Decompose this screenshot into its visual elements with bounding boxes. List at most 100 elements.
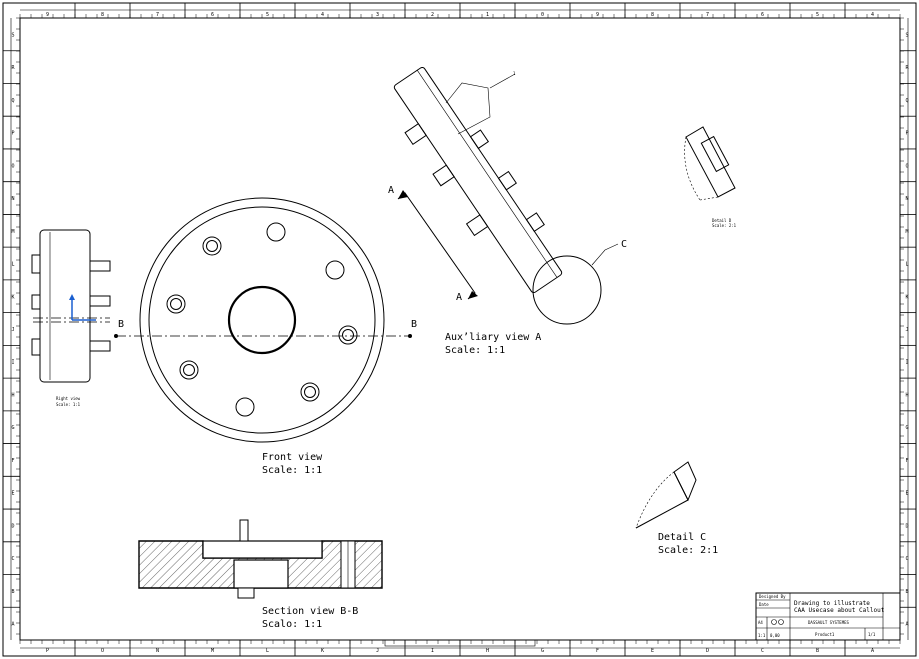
zone-label: I xyxy=(905,360,908,366)
zone-label: D xyxy=(706,648,709,654)
zone-label: H xyxy=(905,392,908,398)
zone-label: F xyxy=(11,458,14,464)
zone-label: N xyxy=(11,196,14,202)
centering-mark xyxy=(384,639,536,647)
title-block[interactable]: Designed By Date A4 1:1 0,00 Drawing to … xyxy=(755,592,901,641)
right-view-scale: Scale: 1:1 xyxy=(56,402,81,407)
zone-label: S xyxy=(905,32,908,38)
drawing-scale: 1:1 xyxy=(758,633,766,638)
zone-label: 4 xyxy=(871,12,874,18)
drawing-title-line2: CAA Usecase about Callout xyxy=(794,607,885,614)
section-view-scale: Scalo: 1:1 xyxy=(262,619,322,630)
zone-label: F xyxy=(596,648,599,654)
zone-label: K xyxy=(321,648,324,654)
zone-label: O xyxy=(101,648,104,654)
right-view-title: Right view xyxy=(56,396,81,401)
zone-label: N xyxy=(905,196,908,202)
section-view-title: Section view B-B xyxy=(262,606,358,617)
zone-label: A xyxy=(871,648,874,654)
zone-label: M xyxy=(11,229,14,235)
drawing-title-line1: Drawing to illustrate xyxy=(794,600,870,607)
zone-label: 2 xyxy=(431,12,434,18)
zone-label: M xyxy=(211,648,214,654)
zone-label: B xyxy=(905,589,908,595)
section-view[interactable]: Section view B-B Scalo: 1:1 xyxy=(138,519,383,630)
detail-label-c: C xyxy=(621,239,627,250)
zone-label: P xyxy=(905,131,908,137)
zone-label: A xyxy=(905,622,908,628)
zone-label: C xyxy=(11,556,14,562)
zone-label: 8 xyxy=(101,12,104,18)
zone-label: 7 xyxy=(706,12,709,18)
sheet-size: A4 xyxy=(758,620,763,625)
auxiliary-callout-a[interactable]: A A xyxy=(388,185,478,303)
zone-label: E xyxy=(905,491,908,497)
detail-callout-c[interactable]: C xyxy=(532,239,627,325)
axis-indicator xyxy=(69,294,96,321)
zone-label: D xyxy=(905,523,908,529)
zone-label: H xyxy=(11,392,14,398)
zone-label: P xyxy=(11,131,14,137)
front-view-title: Front view xyxy=(262,452,323,463)
zone-label: G xyxy=(11,425,14,431)
zone-label: Q xyxy=(11,98,14,104)
zone-label: E xyxy=(651,648,654,654)
zone-label: H xyxy=(486,648,489,654)
section-callout-b[interactable]: B B xyxy=(114,319,417,338)
zone-label: 9 xyxy=(596,12,599,18)
zone-label: Q xyxy=(905,98,908,104)
zone-label: 8 xyxy=(651,12,654,18)
zone-label: K xyxy=(11,294,14,300)
front-view-scale: Scale: 1:1 xyxy=(262,465,322,476)
zone-label: G xyxy=(905,425,908,431)
zone-label: C xyxy=(761,648,764,654)
zone-label: O xyxy=(905,163,908,169)
detail-d-view[interactable]: Detail D Scale: 2:1 xyxy=(684,126,737,228)
zone-label: L xyxy=(266,648,269,654)
front-view[interactable]: Front view Scale: 1:1 xyxy=(139,197,385,476)
zone-label: B xyxy=(11,589,14,595)
company-name: DASSAULT SYSTEMES xyxy=(808,620,850,625)
detail-c-view[interactable]: Detail C Scale: 2:1 xyxy=(635,461,718,556)
aux-label-top: A xyxy=(388,185,394,196)
leader-number: 1 xyxy=(513,71,516,76)
drawing-weight: 0,00 xyxy=(770,633,780,638)
product-name: Product1 xyxy=(815,632,835,637)
zone-label: D xyxy=(11,523,14,529)
section-label-right: B xyxy=(411,319,417,330)
zone-label: 0 xyxy=(541,12,544,18)
right-side-view[interactable]: Right view Scale: 1:1 xyxy=(31,229,111,407)
auxiliary-view-scale: Scale: 1:1 xyxy=(445,345,505,356)
zone-label: R xyxy=(905,65,909,71)
zone-label: P xyxy=(46,648,49,654)
zone-label: S xyxy=(11,32,14,38)
auxiliary-view-title: Aux’liary view A xyxy=(445,332,541,343)
zone-label: 6 xyxy=(211,12,214,18)
zone-label: 1 xyxy=(486,12,489,18)
zone-label: C xyxy=(905,556,908,562)
zone-label: G xyxy=(541,648,544,654)
zone-label: I xyxy=(11,360,14,366)
sheet-number: 1/1 xyxy=(868,632,876,637)
zone-label: O xyxy=(11,163,14,169)
zone-label: 9 xyxy=(46,12,49,18)
date-label: Date xyxy=(759,602,769,607)
zone-label: L xyxy=(11,262,14,268)
auxiliary-view[interactable]: 1 Aux’liary view A Scale: 1:1 xyxy=(380,60,573,356)
section-label-left: B xyxy=(118,319,124,330)
zone-label: E xyxy=(11,491,14,497)
zone-label: L xyxy=(905,262,908,268)
zone-label: 3 xyxy=(376,12,379,18)
zone-label: J xyxy=(376,648,379,654)
aux-label-bottom: A xyxy=(456,292,462,303)
zone-label: F xyxy=(905,458,908,464)
zone-label: B xyxy=(816,648,819,654)
zone-label: 5 xyxy=(816,12,819,18)
zone-label: R xyxy=(11,65,15,71)
detail-c-scale: Scale: 2:1 xyxy=(658,545,718,556)
zone-label: A xyxy=(11,622,14,628)
